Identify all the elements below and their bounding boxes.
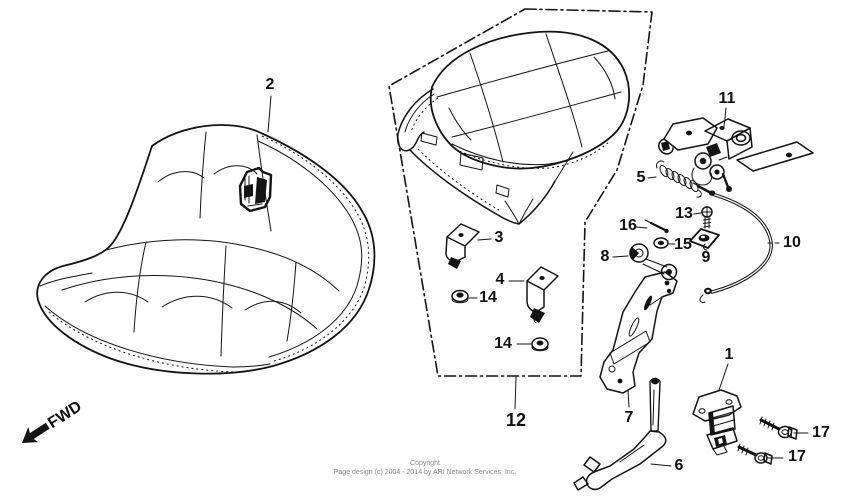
fwd-direction-marker: FWD: [22, 398, 85, 443]
nut-14b-drawing: [516, 337, 549, 352]
callout-part-10[interactable]: 10: [783, 234, 801, 251]
screw-13-drawing: [693, 206, 713, 229]
lever-6-drawing: [573, 377, 672, 491]
callout-part-11[interactable]: 11: [718, 90, 736, 107]
leader-7: [627, 390, 630, 408]
callout-part-14b[interactable]: 14: [494, 335, 512, 352]
callout-part-13[interactable]: 13: [675, 205, 693, 222]
callout-part-14a[interactable]: 14: [479, 289, 497, 306]
fwd-label: FWD: [45, 398, 85, 432]
seat-emblem: [238, 166, 273, 213]
leader-8: [612, 255, 629, 258]
leader-11: [723, 107, 727, 128]
striker-9-drawing: [689, 228, 720, 251]
washer-15-drawing: [653, 237, 676, 249]
leader-16: [635, 226, 648, 229]
callout-part-17a[interactable]: 17: [812, 424, 830, 441]
bolt-17b-drawing: [737, 443, 784, 465]
callout-part-6[interactable]: 6: [674, 457, 684, 474]
seat-front-view-drawing: [36, 95, 376, 375]
callout-part-2[interactable]: 2: [265, 76, 275, 93]
callout-part-9[interactable]: 9: [701, 249, 711, 266]
callout-part-8[interactable]: 8: [600, 248, 610, 265]
nut-14a-drawing: [451, 289, 478, 304]
leader-5: [647, 176, 657, 179]
callout-part-1[interactable]: 1: [724, 346, 734, 363]
callout-part-5[interactable]: 5: [636, 169, 646, 186]
copyright-notice: Copyright Page design (c) 2004 - 2014 by…: [0, 459, 850, 477]
leader-1: [718, 363, 729, 391]
lever-8-drawing: [612, 243, 678, 281]
callout-part-4[interactable]: 4: [495, 271, 505, 288]
bracket-3-drawing: [445, 223, 492, 269]
pin-16-drawing: [635, 219, 669, 234]
bracket-4-drawing: [508, 266, 559, 324]
callout-part-16[interactable]: 16: [619, 217, 637, 234]
leader-13: [693, 212, 702, 215]
callout-part-15[interactable]: 15: [674, 236, 692, 253]
bolt-17a-drawing: [759, 416, 809, 440]
spring-5-drawing: [647, 160, 702, 198]
boundary-chain-outline: [388, 8, 653, 377]
lock-1-drawing: [692, 363, 742, 456]
callout-part-3[interactable]: 3: [494, 229, 504, 246]
copyright-line1: Copyright: [410, 460, 440, 467]
callout-part-12[interactable]: 12: [505, 410, 527, 430]
cable-10-drawing: [692, 182, 782, 303]
callout-part-17b[interactable]: 17: [788, 448, 806, 465]
leader-3: [477, 238, 492, 241]
leader-12: [514, 376, 517, 410]
callout-part-7[interactable]: 7: [624, 409, 634, 426]
seat-top-view-drawing: [396, 30, 630, 410]
latch-11-drawing: [658, 107, 814, 192]
fwd-arrow-icon: [22, 422, 50, 443]
leader-6: [650, 463, 672, 467]
copyright-line2: Page design (c) 2004 - 2014 by ARI Netwo…: [333, 469, 517, 476]
leader-2: [267, 95, 272, 133]
bracket-7-drawing: [599, 271, 678, 408]
